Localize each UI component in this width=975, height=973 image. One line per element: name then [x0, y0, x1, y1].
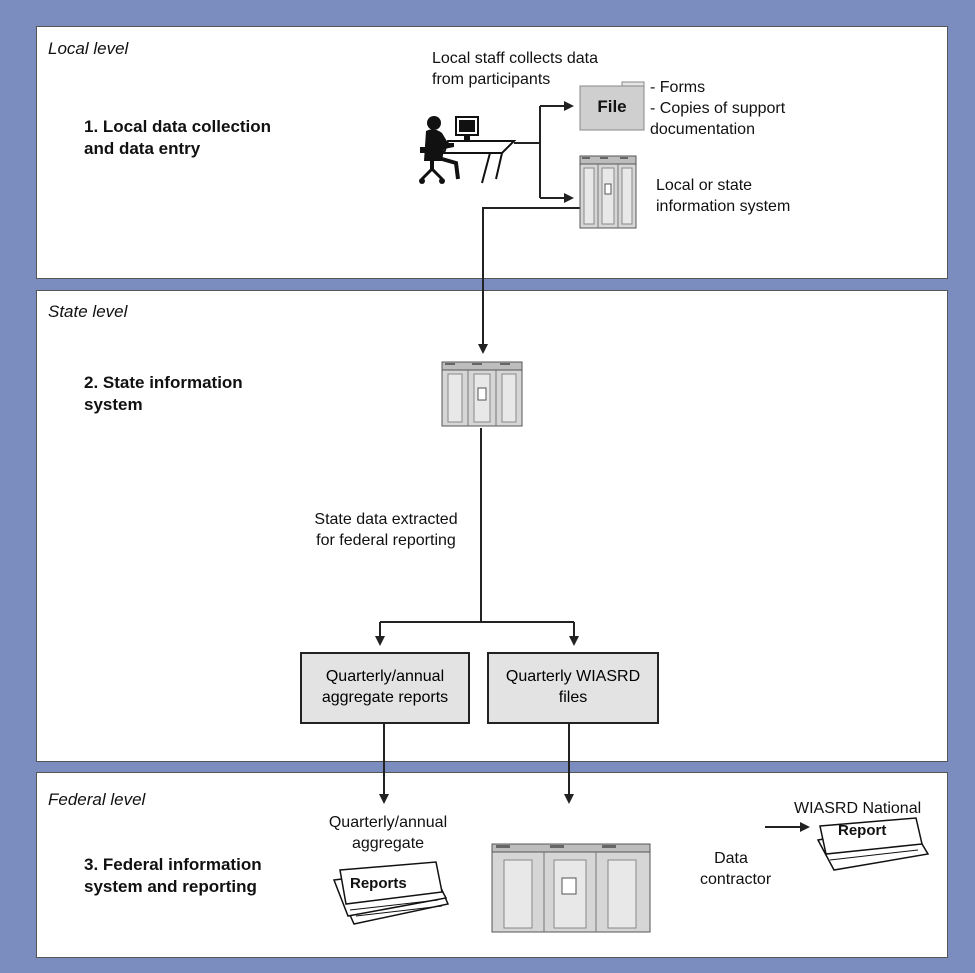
file-label: File [597, 97, 627, 116]
staff-caption: Local staff collects data from participa… [432, 50, 599, 88]
local-system-label: Local or state information system [656, 177, 791, 215]
wiasrd-files-box: Quarterly WIASRD files [487, 652, 659, 724]
contractor-label: Data contractor [700, 850, 772, 888]
computer-user-icon [419, 116, 517, 184]
file-folder-icon [579, 81, 645, 131]
aggregate-caption: Quarterly/annual aggregate [328, 814, 448, 852]
file-items: - Forms - Copies of support documentatio… [650, 79, 786, 138]
server-icon [579, 155, 637, 229]
server-icon [441, 361, 523, 427]
state-level-title: State level [48, 302, 128, 321]
local-step-label: 1. Local data collection and data entry [84, 117, 272, 158]
state-step-label: 2. State information system [84, 373, 243, 414]
aggregate-reports-box: Quarterly/annual aggregate reports [300, 652, 470, 724]
report-label: Report [838, 822, 887, 839]
report-stack-icon [816, 817, 930, 871]
national-caption: WIASRD National [794, 800, 922, 817]
report-stack-icon [332, 861, 450, 925]
federal-step-label: 3. Federal information system and report… [84, 855, 262, 896]
local-level-title: Local level [48, 39, 129, 58]
extract-caption: State data extracted for federal reporti… [314, 511, 458, 549]
federal-level-title: Federal level [48, 790, 146, 809]
server-icon [491, 843, 651, 933]
reports-label: Reports [350, 875, 407, 892]
